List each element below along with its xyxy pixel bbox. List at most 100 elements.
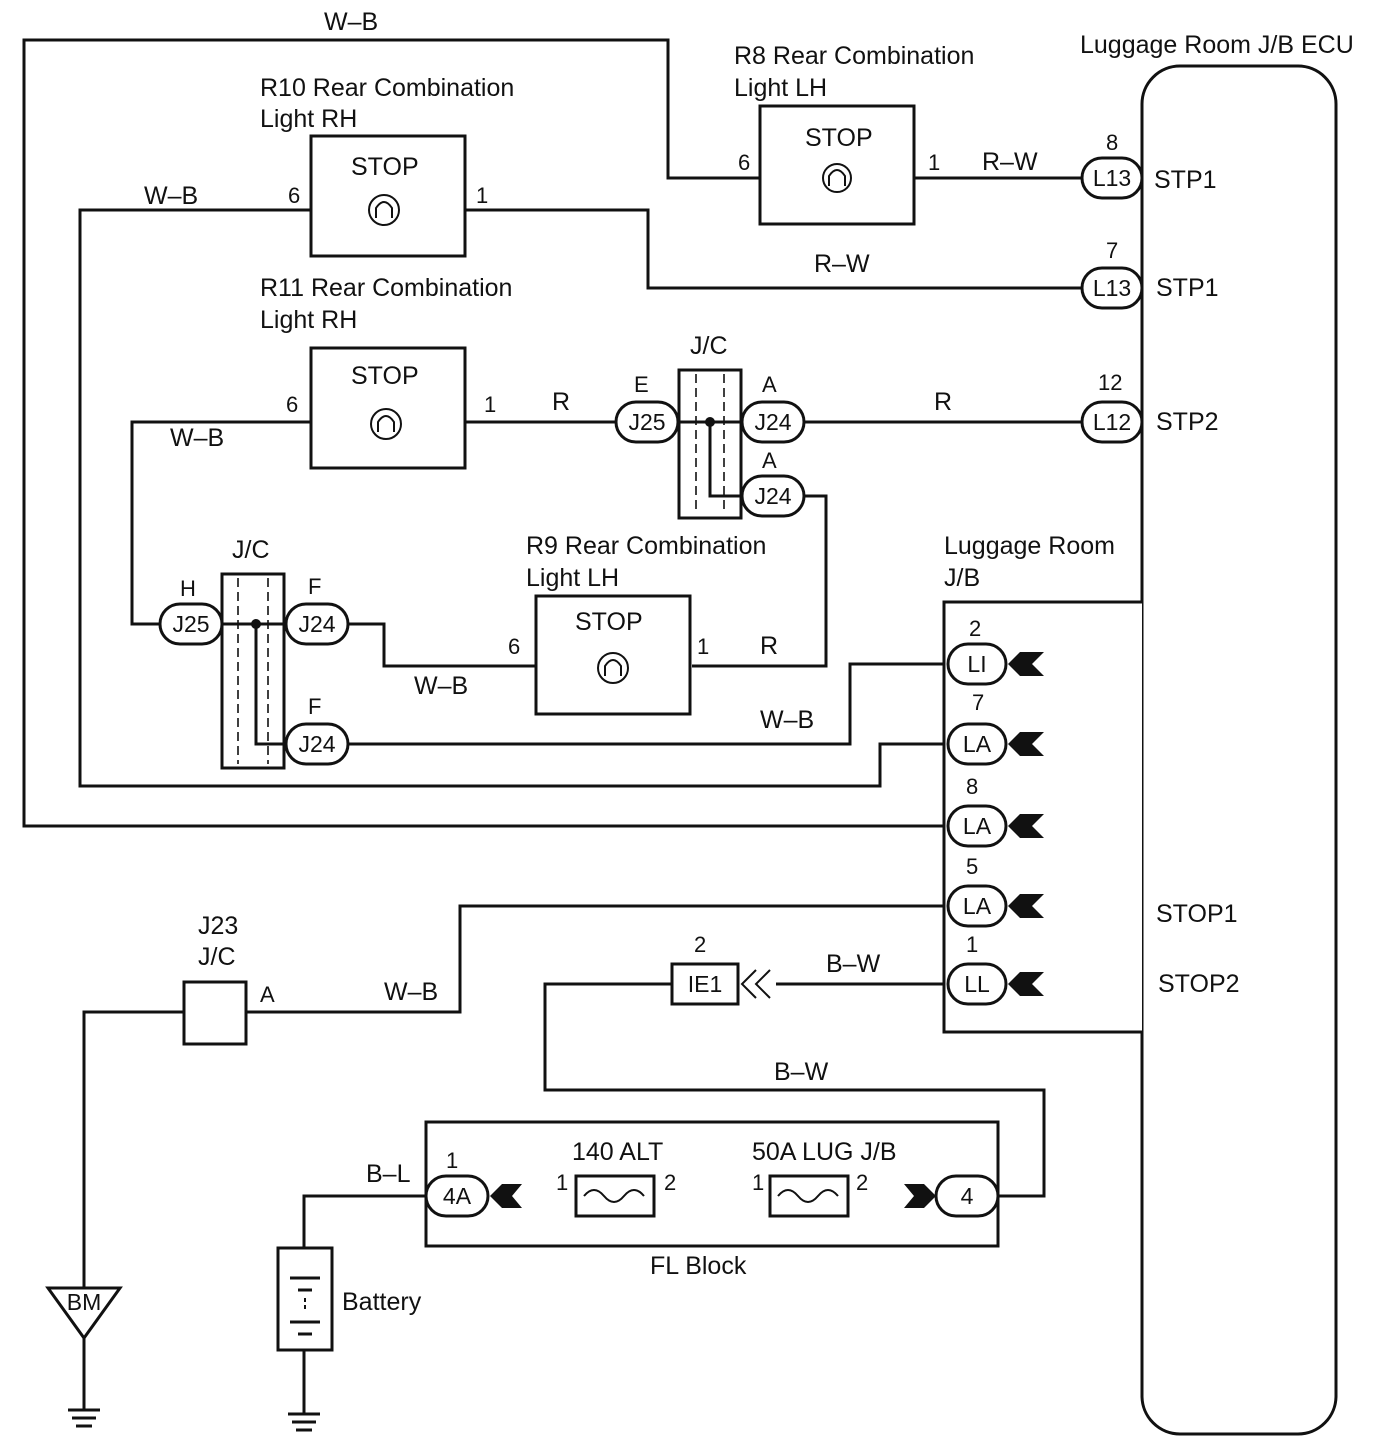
stop-bulb-icon [822, 163, 852, 193]
jc-label: J/C [690, 332, 728, 360]
wire-label-wb: W–B [170, 424, 224, 452]
junction-dot [705, 417, 715, 427]
fuse-element-icon [583, 1189, 645, 1203]
r9-rear-combination-light-lh: R9 Rear Combination Light LH STOP 6 1 [508, 532, 766, 716]
pin-label: 7 [1106, 238, 1118, 263]
ecu-outline [1140, 64, 1338, 1436]
wire-label-wb: W–B [384, 978, 438, 1006]
j23-label-line1: J23 [198, 912, 238, 940]
connector-j25-label: J25 [172, 611, 209, 637]
ecu-stop1: STOP1 [1156, 900, 1238, 928]
j23-label-line2: J/C [198, 943, 236, 971]
connector-j24-f-lower [284, 722, 350, 766]
r11-label-line1: R11 Rear Combination [260, 274, 512, 302]
connector-chevron-icon [1008, 894, 1044, 918]
pin-label: 1 [556, 1170, 568, 1195]
pin-label: 2 [856, 1170, 868, 1195]
junction-connector-upper: J/C J25 E J24 A J24 A [614, 332, 806, 520]
fuse-140-alt [574, 1174, 656, 1218]
ecu-stp1-b: STP1 [1156, 274, 1219, 302]
pin-label: 6 [286, 392, 298, 417]
connector-chevron-icon [1008, 972, 1044, 996]
stop-bulb-icon [370, 408, 402, 440]
connector-arrow-icon [740, 969, 771, 999]
connector-j25-label: J25 [628, 409, 665, 435]
stop-bulb-icon [597, 652, 629, 684]
connector-la-label: LA [963, 731, 992, 757]
stop-bulb-filament-icon [377, 415, 395, 432]
jc-label: J/C [232, 536, 270, 564]
stop-bulb-filament-icon [828, 169, 846, 186]
connector-j24-label: J24 [298, 731, 335, 757]
connector-la-7 [946, 722, 1008, 766]
wire-label-bw: B–W [826, 950, 881, 978]
ground-bm-label: BM [67, 1289, 102, 1315]
connector-l13-label: L13 [1093, 275, 1131, 301]
luggage-room-jb: Luggage Room J/B LI 2 LA 7 LA 8 LA 5 LL … [942, 532, 1142, 1034]
j23-junction-connector: J23 J/C A [182, 912, 275, 1046]
wire-rw-r10 [465, 208, 1082, 290]
connector-4-label: 4 [961, 1183, 974, 1209]
connector-j24-label: J24 [298, 611, 335, 637]
jc-left-link-down [254, 624, 286, 746]
wire-wb-r10 [78, 208, 948, 788]
wire-bw-fl [543, 982, 1046, 1198]
connector-l12-label: L12 [1093, 409, 1131, 435]
connector-la-8 [946, 804, 1008, 848]
pin-label: A [762, 372, 777, 397]
ecu-connectors: L13 L13 L12 [1080, 156, 1144, 444]
fuse-50a-lug-label: 50A LUG J/B [752, 1138, 897, 1166]
j23-box [182, 980, 248, 1046]
pin-label: 1 [697, 634, 709, 659]
pin-label: E [634, 372, 649, 397]
connector-li [946, 642, 1008, 686]
connector-j25-e [614, 400, 680, 444]
connector-j24-a [740, 400, 806, 444]
connector-chevron-icon [1008, 814, 1044, 838]
connector-chevron-icon [1008, 652, 1044, 676]
connector-chevron-icon [1008, 732, 1044, 756]
pin-label: F [308, 574, 321, 599]
ecu-stop2: STOP2 [1158, 970, 1240, 998]
pin-label: 5 [966, 854, 978, 879]
connector-ie1 [670, 962, 740, 1006]
pin-label: 7 [972, 690, 984, 715]
r8-rear-combination-light-lh: R8 Rear Combination Light LH STOP 6 1 [734, 42, 974, 226]
r8-label-line1: R8 Rear Combination [734, 42, 974, 70]
wire-wb-r9 [349, 622, 536, 668]
ecu-title: Luggage Room J/B ECU [1080, 31, 1354, 59]
pin-label: 1 [446, 1148, 458, 1173]
connector-4a-label: 4A [443, 1183, 472, 1209]
wire-label-r: R [760, 632, 778, 660]
pin-label: 2 [664, 1170, 676, 1195]
pin-label: 1 [752, 1170, 764, 1195]
connector-4 [934, 1174, 1000, 1218]
junction-dot [251, 619, 261, 629]
connector-li-label: LI [967, 651, 986, 677]
wire-wb-r8-outer [22, 38, 948, 828]
connector-l13-7 [1080, 266, 1144, 310]
wire-label-bw: B–W [774, 1058, 829, 1086]
pin-label: 2 [694, 932, 706, 957]
ecu-stp2: STP2 [1156, 408, 1219, 436]
fl-block-title: FL Block [650, 1252, 747, 1280]
r11-box [309, 346, 467, 470]
connector-j24-a-lower [740, 474, 806, 518]
wire-bl [302, 1194, 426, 1248]
pin-label: 6 [508, 634, 520, 659]
jb-label-line2: J/B [944, 564, 980, 592]
r9-label-line1: R9 Rear Combination [526, 532, 766, 560]
wire-label-bl: B–L [366, 1160, 411, 1188]
wire-color-labels: W–B W–B R–W R–W W–B R R R W–B W–B W–B B–… [144, 8, 1038, 1188]
r10-lamp-label: STOP [351, 153, 419, 181]
connector-ll [946, 962, 1008, 1006]
connector-l12 [1080, 400, 1144, 444]
fuse-50a-lug-jb [768, 1174, 850, 1218]
connector-chevron-icon [490, 1184, 522, 1208]
connector-j24-label: J24 [754, 409, 791, 435]
connector-l13-8 [1080, 156, 1144, 200]
r9-box [534, 594, 692, 716]
pin-label: 8 [1106, 130, 1118, 155]
pin-label: 1 [928, 150, 940, 175]
jb-label-line1: Luggage Room [944, 532, 1115, 560]
